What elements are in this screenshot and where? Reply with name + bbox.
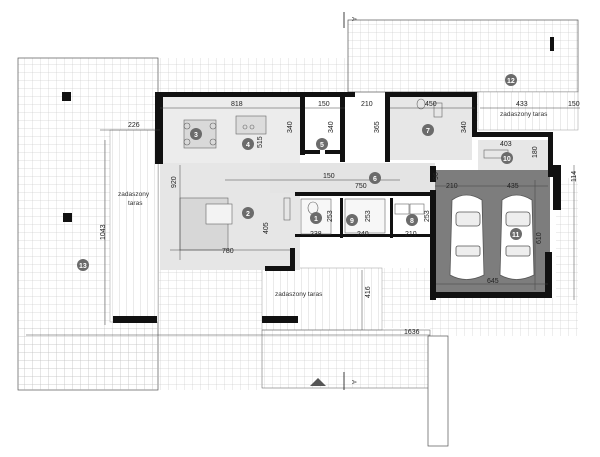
dim-403: 403 bbox=[500, 141, 512, 148]
dim-450: 450 bbox=[425, 101, 437, 108]
dim-238: 238 bbox=[310, 231, 322, 238]
terrace-right-strip bbox=[427, 178, 578, 447]
section-mark-bottom: A bbox=[350, 380, 356, 384]
dim-435: 435 bbox=[507, 183, 519, 190]
furniture bbox=[179, 98, 509, 251]
dim-150-b: 150 bbox=[568, 101, 580, 108]
label-terrace-bottom: zadaszony taras bbox=[275, 291, 323, 298]
dim-150-a: 150 bbox=[318, 101, 330, 108]
dim-340-c: 340 bbox=[461, 121, 468, 133]
dim-210-a: 210 bbox=[361, 101, 373, 108]
room-number-3: 3 bbox=[194, 132, 198, 139]
dim-405: 405 bbox=[263, 222, 270, 234]
dim-818: 818 bbox=[231, 101, 243, 108]
room-number-11: 11 bbox=[512, 232, 520, 239]
dim-340-b: 340 bbox=[328, 121, 335, 133]
room-badges bbox=[77, 74, 522, 271]
label-terrace-right: zadaszony taras bbox=[500, 111, 548, 118]
dim-515: 515 bbox=[257, 136, 264, 148]
car-left bbox=[449, 194, 485, 280]
dim-416: 416 bbox=[365, 286, 372, 298]
label-terrace-left-1: zadaszony bbox=[118, 191, 150, 198]
dimension-lines bbox=[26, 107, 580, 336]
dim-610: 610 bbox=[536, 232, 543, 244]
dim-780: 780 bbox=[222, 248, 234, 255]
dim-253-c: 253 bbox=[424, 210, 431, 222]
dim-1043: 1043 bbox=[100, 224, 107, 240]
terrace-top-right bbox=[347, 19, 579, 131]
room-number-6: 6 bbox=[373, 176, 377, 183]
section-mark-top: A bbox=[350, 17, 356, 21]
dim-150-c: 150 bbox=[323, 173, 335, 180]
dim-210-c: 210 bbox=[405, 231, 417, 238]
dim-750: 750 bbox=[355, 183, 367, 190]
room-number-13: 13 bbox=[79, 263, 87, 270]
dim-340-a: 340 bbox=[287, 121, 294, 133]
dim-1636: 1636 bbox=[404, 329, 420, 336]
dim-645: 645 bbox=[487, 278, 499, 285]
dim-210-b: 210 bbox=[446, 183, 458, 190]
room-number-5: 5 bbox=[320, 142, 324, 149]
dim-114: 114 bbox=[571, 171, 578, 182]
room-number-10: 10 bbox=[503, 156, 511, 163]
room-number-7: 7 bbox=[426, 128, 430, 135]
walls bbox=[62, 37, 561, 323]
dim-253-a: 253 bbox=[327, 210, 334, 222]
dim-226: 226 bbox=[128, 122, 140, 129]
label-terrace-left-2: taras bbox=[128, 200, 143, 207]
room-number-1: 1 bbox=[314, 216, 318, 223]
room-number-12: 12 bbox=[507, 78, 515, 85]
room-number-4: 4 bbox=[246, 142, 250, 149]
room-number-2: 2 bbox=[246, 211, 250, 218]
dim-433: 433 bbox=[516, 101, 528, 108]
dim-365: 365 bbox=[374, 121, 381, 133]
dim-96: 96 bbox=[433, 172, 440, 180]
room-number-8: 8 bbox=[410, 218, 414, 225]
dim-253-b: 253 bbox=[365, 210, 372, 222]
terrace-left bbox=[17, 57, 348, 391]
dim-180: 180 bbox=[532, 146, 539, 158]
dim-920: 920 bbox=[171, 176, 178, 188]
section-line bbox=[310, 12, 345, 390]
room-number-9: 9 bbox=[350, 218, 354, 225]
dim-240: 240 bbox=[357, 231, 369, 238]
